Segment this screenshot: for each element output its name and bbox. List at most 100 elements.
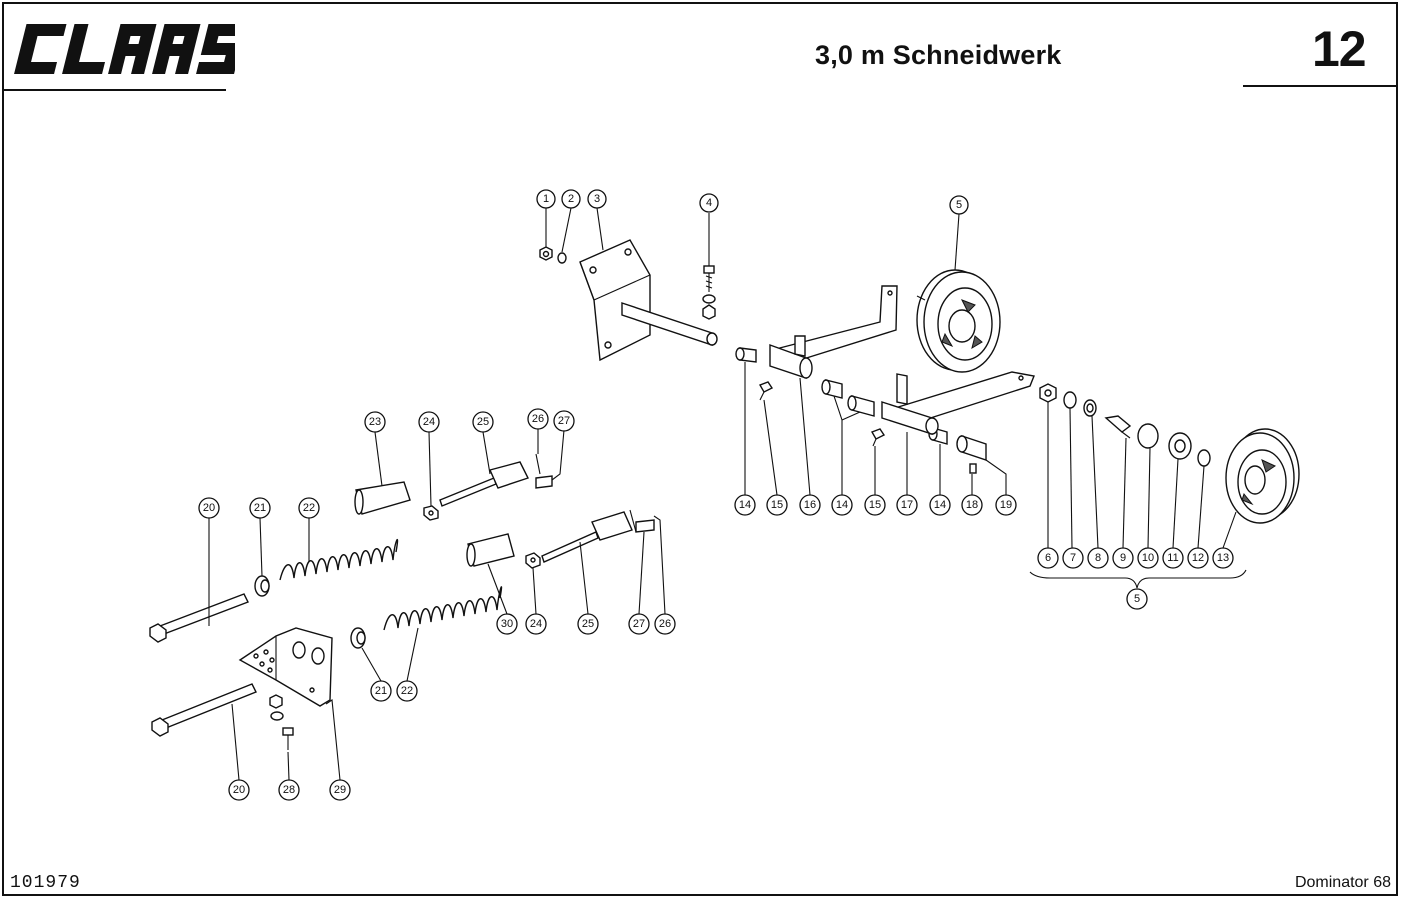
svg-text:14: 14 bbox=[739, 499, 751, 511]
svg-text:23: 23 bbox=[369, 416, 381, 428]
callout-26: 26 bbox=[654, 613, 676, 635]
upper-spring-assembly-parts bbox=[354, 453, 553, 521]
callout-1: 1 bbox=[536, 189, 556, 209]
page-number: 12 bbox=[1312, 21, 1367, 77]
callout-29: 29 bbox=[329, 779, 351, 801]
bushing-part bbox=[735, 347, 948, 445]
callout-27: 27 bbox=[628, 613, 650, 635]
pulley-assembly-parts bbox=[1039, 383, 1300, 524]
callout-18: 18 bbox=[961, 494, 983, 516]
svg-text:29: 29 bbox=[334, 784, 346, 796]
callout-7: 7 bbox=[1062, 547, 1084, 569]
callout-25: 25 bbox=[472, 411, 494, 433]
callout-11: 11 bbox=[1162, 547, 1184, 569]
svg-text:6: 6 bbox=[1045, 552, 1051, 564]
callout-20: 20 bbox=[198, 497, 220, 519]
callout-15: 15 bbox=[864, 494, 886, 516]
callout-4: 4 bbox=[699, 193, 719, 213]
callout-27: 27 bbox=[553, 410, 575, 432]
callout-14: 14 bbox=[929, 494, 951, 516]
svg-text:14: 14 bbox=[836, 499, 848, 511]
callout-14: 14 bbox=[734, 494, 756, 516]
callout-9: 9 bbox=[1112, 547, 1134, 569]
bracket-bolt-part bbox=[269, 694, 294, 750]
svg-text:8: 8 bbox=[1095, 552, 1101, 564]
callout-12: 12 bbox=[1187, 547, 1209, 569]
callout-25: 25 bbox=[577, 613, 599, 635]
tensioner-arm-upper-part bbox=[769, 285, 898, 379]
grease-nipple-part bbox=[758, 381, 886, 447]
callout-19: 19 bbox=[995, 494, 1017, 516]
callout-8: 8 bbox=[1087, 547, 1109, 569]
svg-text:17: 17 bbox=[901, 499, 913, 511]
callout-13: 13 bbox=[1212, 547, 1234, 569]
bracket-plate-part bbox=[579, 239, 718, 362]
callout-6: 6 bbox=[1037, 547, 1059, 569]
svg-text:5: 5 bbox=[956, 199, 962, 211]
svg-text:4: 4 bbox=[706, 197, 712, 209]
svg-text:25: 25 bbox=[477, 416, 489, 428]
callout-3: 3 bbox=[587, 189, 607, 209]
svg-text:1: 1 bbox=[543, 193, 549, 205]
callout-21: 21 bbox=[370, 680, 392, 702]
callout-24: 24 bbox=[418, 411, 440, 433]
callout-10: 10 bbox=[1137, 547, 1159, 569]
svg-text:21: 21 bbox=[375, 685, 387, 697]
tensioner-arm-lower-part bbox=[881, 371, 1035, 435]
svg-text:11: 11 bbox=[1167, 552, 1178, 564]
svg-text:19: 19 bbox=[1000, 499, 1012, 511]
spring-seat-part bbox=[254, 575, 366, 649]
svg-text:20: 20 bbox=[233, 784, 245, 796]
callout-5: 5 bbox=[949, 195, 969, 215]
logo-underline bbox=[2, 89, 226, 91]
claas-logo bbox=[14, 24, 235, 74]
callout-14: 14 bbox=[831, 494, 853, 516]
page-number-underline bbox=[1243, 85, 1397, 87]
callout-22: 22 bbox=[396, 680, 418, 702]
svg-text:9: 9 bbox=[1120, 552, 1126, 564]
callout-17: 17 bbox=[896, 494, 918, 516]
svg-text:15: 15 bbox=[869, 499, 881, 511]
svg-text:14: 14 bbox=[934, 499, 946, 511]
callout-5-assembly: 5 bbox=[1126, 588, 1148, 610]
svg-text:12: 12 bbox=[1192, 552, 1204, 564]
guide-rod-part bbox=[149, 593, 257, 737]
callout-30: 30 bbox=[496, 613, 518, 635]
svg-text:27: 27 bbox=[558, 415, 570, 427]
mounting-bracket-part bbox=[238, 627, 333, 707]
model-name: Dominator 68 bbox=[1294, 874, 1391, 891]
svg-text:30: 30 bbox=[501, 618, 513, 630]
callout-23: 23 bbox=[364, 411, 386, 433]
svg-text:25: 25 bbox=[582, 618, 594, 630]
svg-text:21: 21 bbox=[254, 502, 266, 514]
svg-text:2: 2 bbox=[568, 193, 574, 205]
callout-24: 24 bbox=[525, 613, 547, 635]
callout-2: 2 bbox=[561, 189, 581, 209]
svg-text:18: 18 bbox=[966, 499, 978, 511]
svg-text:3: 3 bbox=[594, 193, 600, 205]
leader-lines bbox=[208, 207, 1247, 781]
svg-text:26: 26 bbox=[532, 413, 544, 425]
svg-text:22: 22 bbox=[401, 685, 413, 697]
svg-text:24: 24 bbox=[530, 618, 542, 630]
callout-26: 26 bbox=[527, 408, 549, 430]
svg-text:22: 22 bbox=[303, 502, 315, 514]
svg-text:20: 20 bbox=[203, 502, 215, 514]
pulley-upper-part bbox=[916, 269, 1001, 373]
svg-text:16: 16 bbox=[804, 499, 816, 511]
callout-22: 22 bbox=[298, 497, 320, 519]
callout-28: 28 bbox=[278, 779, 300, 801]
document-id: 101979 bbox=[10, 873, 81, 893]
svg-text:26: 26 bbox=[659, 618, 671, 630]
svg-text:7: 7 bbox=[1070, 552, 1076, 564]
svg-text:13: 13 bbox=[1217, 552, 1229, 564]
callout-21: 21 bbox=[249, 497, 271, 519]
svg-text:5: 5 bbox=[1134, 593, 1140, 605]
svg-text:24: 24 bbox=[423, 416, 435, 428]
callout-15: 15 bbox=[766, 494, 788, 516]
callout-20: 20 bbox=[228, 779, 250, 801]
spacer-sleeve-part bbox=[956, 435, 987, 474]
svg-text:10: 10 bbox=[1142, 552, 1154, 564]
